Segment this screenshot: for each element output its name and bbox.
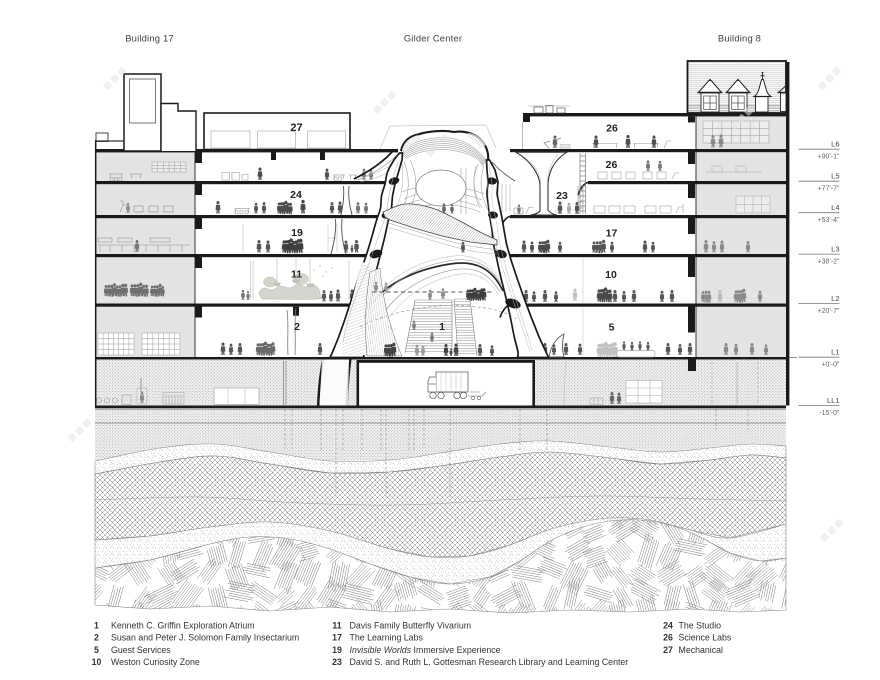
svg-text:L6: L6 xyxy=(831,140,839,149)
svg-text:5: 5 xyxy=(94,645,99,655)
svg-text:Davis Family Butterfly Vivariu: Davis Family Butterfly Vivarium xyxy=(350,621,472,631)
svg-text:Kenneth C. Griffin Exploration: Kenneth C. Griffin Exploration Atrium xyxy=(111,621,255,631)
svg-text:Mechanical: Mechanical xyxy=(679,645,724,655)
svg-text:26: 26 xyxy=(606,123,618,135)
svg-text:Gilder Center: Gilder Center xyxy=(404,33,462,44)
svg-text:The Learning Labs: The Learning Labs xyxy=(350,633,424,643)
svg-text:11: 11 xyxy=(332,621,341,631)
svg-text:L3: L3 xyxy=(831,245,839,254)
svg-text:+90'-1": +90'-1" xyxy=(818,154,840,161)
svg-text:Weston Curiosity Zone: Weston Curiosity Zone xyxy=(111,657,200,667)
svg-text:+38'-2": +38'-2" xyxy=(818,259,840,266)
svg-text:Invisible Worlds Immersive Exp: Invisible Worlds Immersive Experience xyxy=(350,645,501,655)
svg-text:17: 17 xyxy=(332,633,342,643)
svg-text:+53'-4": +53'-4" xyxy=(818,217,840,224)
svg-text:27: 27 xyxy=(663,645,673,655)
svg-text:Guest Services: Guest Services xyxy=(111,645,171,655)
svg-text:11: 11 xyxy=(291,269,302,281)
svg-text:Building 17: Building 17 xyxy=(125,33,174,44)
svg-text:23: 23 xyxy=(556,190,568,202)
svg-text:L4: L4 xyxy=(831,203,839,212)
svg-text:27: 27 xyxy=(290,122,302,134)
svg-text:10: 10 xyxy=(605,269,617,281)
svg-text:26: 26 xyxy=(663,633,673,643)
svg-text:+0'-0": +0'-0" xyxy=(821,362,840,369)
svg-text:2: 2 xyxy=(94,633,99,643)
svg-text:Building 8: Building 8 xyxy=(718,33,761,44)
svg-text:24: 24 xyxy=(663,621,673,631)
svg-text:+20'-7": +20'-7" xyxy=(818,308,840,315)
svg-text:L5: L5 xyxy=(831,172,839,181)
svg-text:26: 26 xyxy=(606,159,618,171)
svg-text:1: 1 xyxy=(439,321,445,333)
svg-text:+77'-7": +77'-7" xyxy=(818,186,840,193)
svg-text:LL1: LL1 xyxy=(827,396,840,405)
svg-text:1: 1 xyxy=(94,621,99,631)
svg-text:5: 5 xyxy=(609,322,615,334)
svg-text:L1: L1 xyxy=(831,348,839,357)
svg-text:The Studio: The Studio xyxy=(679,621,722,631)
svg-text:Science Labs: Science Labs xyxy=(679,633,732,643)
svg-text:10: 10 xyxy=(92,657,102,667)
svg-text:24: 24 xyxy=(290,189,302,201)
svg-text:L2: L2 xyxy=(831,294,839,303)
svg-text:19: 19 xyxy=(332,645,342,655)
svg-text:David S. and Ruth L. Gottesman: David S. and Ruth L. Gottesman Research … xyxy=(350,657,629,667)
svg-text:19: 19 xyxy=(291,227,303,239)
svg-text:Susan and Peter J. Solomon Fam: Susan and Peter J. Solomon Family Insect… xyxy=(111,633,299,643)
svg-text:17: 17 xyxy=(606,228,618,240)
svg-text:-15'-0": -15'-0" xyxy=(819,410,840,417)
svg-text:23: 23 xyxy=(332,657,342,667)
svg-text:2: 2 xyxy=(294,321,300,333)
